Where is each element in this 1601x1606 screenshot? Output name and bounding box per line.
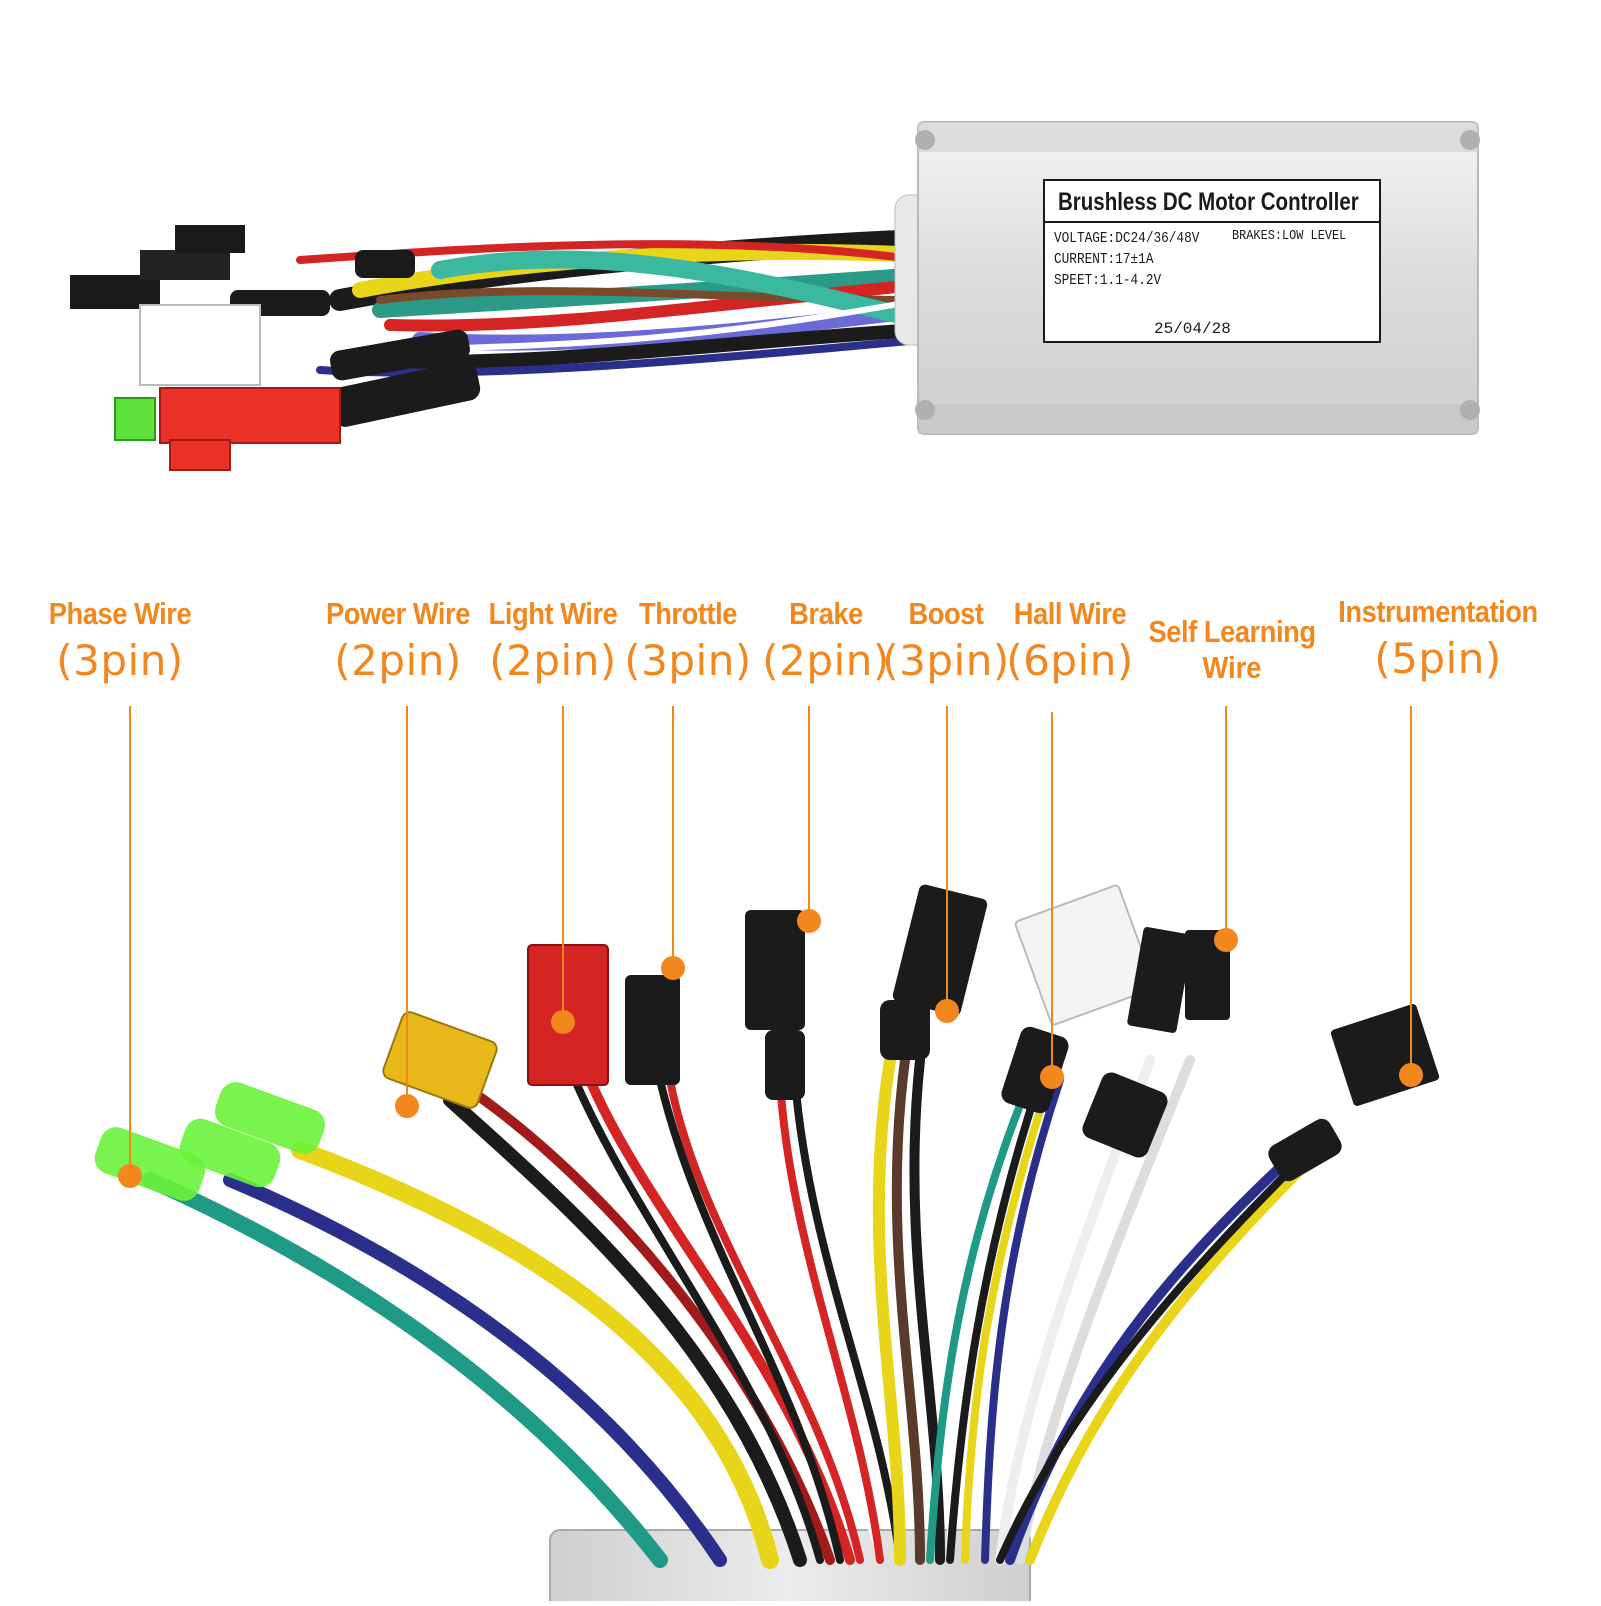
callout-boost: Boost (3pin)	[882, 596, 1009, 685]
callout-name: Hall Wire	[1013, 596, 1127, 631]
callout-phase-wire: Phase Wire (3pin)	[39, 596, 201, 685]
controller-current: CURRENT:17±1A	[1054, 251, 1154, 268]
callout-pins: (6pin)	[1006, 636, 1134, 685]
callout-pins: (5pin)	[1374, 634, 1502, 683]
controller-title: Brushless DC Motor Controller	[1058, 188, 1359, 216]
callout-name: Power Wire	[326, 596, 470, 631]
callout-name: Phase Wire	[48, 596, 192, 631]
callout-pins: (2pin)	[334, 636, 462, 685]
callout-name: Brake	[789, 596, 863, 631]
callout-throttle: Throttle (3pin)	[624, 596, 751, 685]
callout-light-wire: Light Wire (2pin)	[480, 596, 626, 685]
callout-instrumentation: Instrumentation (5pin)	[1325, 594, 1552, 683]
callout-pins: (2pin)	[489, 636, 617, 685]
callout-name: Boost	[908, 596, 984, 631]
callout-self-learning-wire: Self Learning Wire	[1137, 614, 1327, 686]
callout-pins: (3pin)	[56, 636, 184, 685]
callout-brake: Brake (2pin)	[762, 596, 889, 685]
controller-date: 25/04/28	[1154, 320, 1231, 338]
dot-brake	[797, 909, 821, 933]
callout-dots	[118, 909, 1423, 1188]
controller-brakes: BRAKES:LOW LEVEL	[1232, 228, 1347, 244]
controller-voltage: VOLTAGE:DC24/36/48V	[1054, 230, 1200, 247]
callout-name: Self Learning	[1148, 614, 1316, 649]
callout-name: Light Wire	[488, 596, 618, 631]
top-connectors	[70, 225, 481, 471]
wiring-harness-bottom	[94, 884, 1440, 1606]
dot-phase	[118, 1164, 142, 1188]
dot-power	[395, 1094, 419, 1118]
dot-selflearning	[1214, 928, 1238, 952]
controller-label: Brushless DC Motor Controller VOLTAGE:DC…	[1044, 180, 1380, 342]
controller-product-top	[70, 121, 1480, 471]
callout-pins: (2pin)	[762, 636, 890, 685]
dot-light	[551, 1010, 575, 1034]
callout-leaders	[129, 706, 1412, 1176]
callout-name-line2: Wire	[1202, 650, 1262, 685]
callout-power-wire: Power Wire (2pin)	[316, 596, 480, 685]
controller-speet: SPEET:1.1-4.2V	[1054, 272, 1162, 289]
callout-pins: (3pin)	[624, 636, 752, 685]
dot-boost	[935, 999, 959, 1023]
dot-hall	[1040, 1065, 1064, 1089]
callout-hall-wire: Hall Wire (6pin)	[1006, 596, 1134, 685]
dot-instrumentation	[1399, 1063, 1423, 1087]
dot-throttle	[661, 956, 685, 980]
controller-box	[894, 121, 1480, 435]
callout-pins: (3pin)	[882, 636, 1010, 685]
bottom-connectors	[94, 884, 1440, 1201]
callout-name: Instrumentation	[1338, 594, 1538, 629]
callout-name: Throttle	[638, 596, 737, 631]
